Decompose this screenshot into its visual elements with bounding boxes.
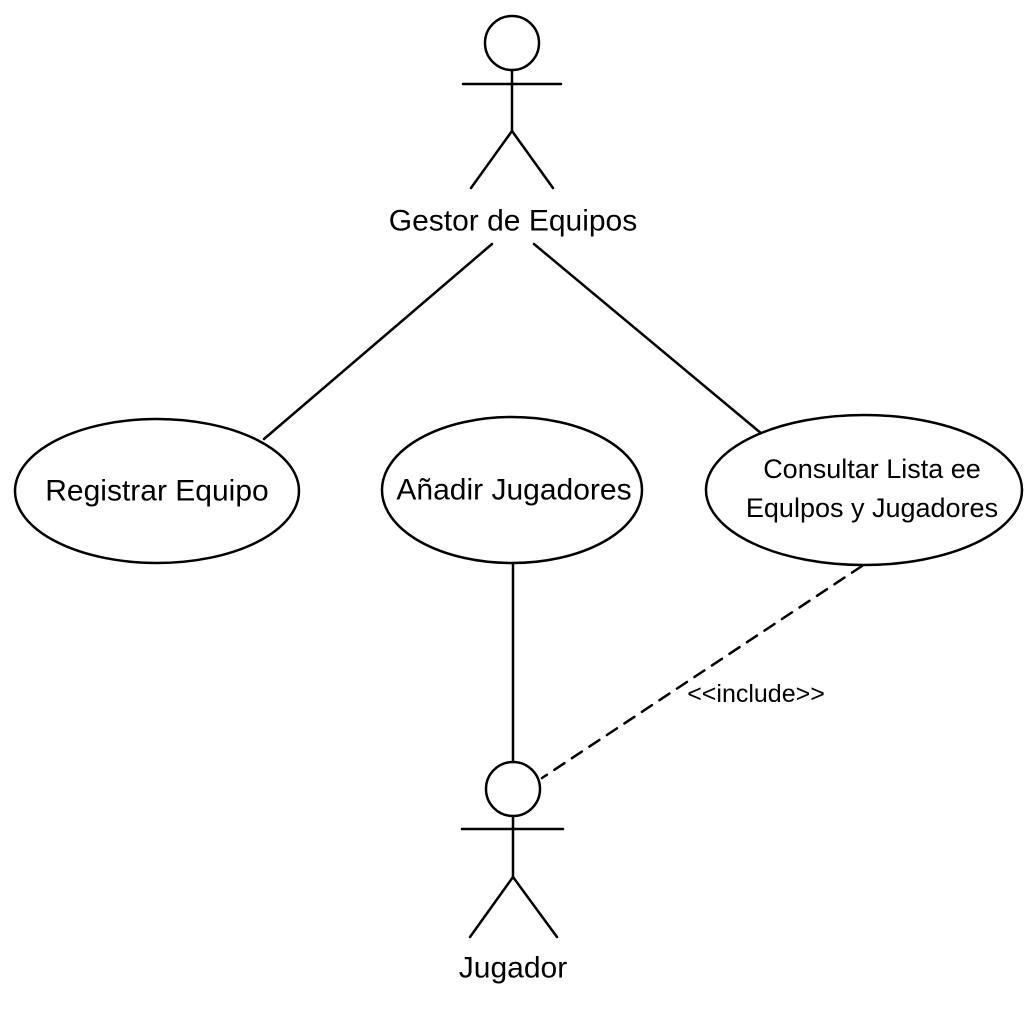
actor-left-leg	[469, 129, 514, 190]
actor-gestor-de-equipos	[461, 14, 563, 190]
actor-label-jugador: Jugador	[459, 952, 567, 985]
association-gestor-consultar	[532, 242, 764, 436]
use-case-consultar-lista: Consultar Lista ee Equlpos y Jugadores	[704, 413, 1024, 567]
use-case-label-consultar-line2: Equlpos y Jugadores	[746, 493, 998, 523]
include-label: <<include>>	[687, 680, 825, 708]
actor-label-gestor: Gestor de Equipos	[389, 205, 637, 238]
actor-jugador	[460, 760, 565, 939]
use-case-ellipse	[13, 417, 301, 565]
association-gestor-registrar	[262, 242, 494, 441]
use-case-label-anadir: Añadir Jugadores	[396, 474, 631, 507]
use-case-anadir-jugadores: Añadir Jugadores	[380, 415, 644, 565]
actor-head	[484, 760, 542, 818]
use-case-registrar-equipo: Registrar Equipo	[13, 417, 301, 565]
use-case-label-registrar: Registrar Equipo	[45, 475, 268, 508]
actor-right-leg	[510, 129, 555, 190]
use-case-ellipse	[380, 415, 644, 565]
use-case-ellipse	[704, 413, 1024, 567]
actor-right-leg	[511, 875, 559, 939]
use-case-label-consultar-line1: Consultar Lista ee	[763, 454, 981, 484]
include-dependency	[540, 564, 864, 780]
actor-left-leg	[468, 875, 515, 939]
actor-head	[483, 14, 541, 72]
